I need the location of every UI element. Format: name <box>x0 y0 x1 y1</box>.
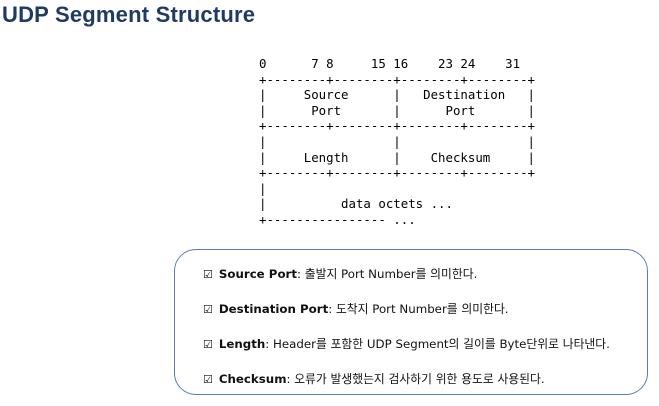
checkbox-icon: ☑ <box>203 268 213 281</box>
diagram-border: +--------+--------+--------+--------+ <box>259 118 536 134</box>
note-destination-port: ☑ Destination Port: 도착지 Port Number를 의미한다… <box>203 300 509 317</box>
checkbox-icon: ☑ <box>203 303 213 316</box>
page-title: UDP Segment Structure <box>2 2 256 27</box>
diagram-port-row-1: | Source | Destination | <box>259 87 536 103</box>
note-desc: : 출발지 Port Number를 의미한다. <box>297 267 478 281</box>
diagram-border: +--------+--------+--------+--------+ <box>259 165 536 181</box>
diagram-data-row-1: | <box>259 180 267 196</box>
diagram-border: +--------+--------+--------+--------+ <box>259 71 536 87</box>
diagram-port-row-2: | Port | Port | <box>259 102 536 118</box>
note-desc: : 오류가 발생했는지 검사하기 위한 용도로 사용된다. <box>286 372 545 386</box>
note-desc: : 도착지 Port Number를 의미한다. <box>328 302 509 316</box>
udp-header-diagram: 0 7 8 15 16 23 24 31+--------+--------+-… <box>259 56 535 228</box>
checkbox-icon: ☑ <box>203 338 213 351</box>
note-term: Length <box>218 337 266 351</box>
note-term: Source Port <box>218 267 298 281</box>
note-desc: : Header를 포함한 UDP Segment의 길이를 Byte단위로 나… <box>265 337 610 351</box>
note-checksum: ☑ Checksum: 오류가 발생했는지 검사하기 위한 용도로 사용된다. <box>203 370 545 387</box>
note-length: ☑ Length: Header를 포함한 UDP Segment의 길이를 By… <box>203 335 610 352</box>
note-term: Checksum <box>218 372 287 386</box>
checkbox-icon: ☑ <box>203 373 213 386</box>
note-term: Destination Port <box>218 302 329 316</box>
diagram-data-end: +---------------- ... <box>259 211 416 227</box>
note-source-port: ☑ Source Port: 출발지 Port Number를 의미한다. <box>203 265 477 282</box>
diagram-data-row-2: | data octets ... <box>259 196 453 212</box>
diagram-bit-positions: 0 7 8 15 16 23 24 31 <box>259 56 521 71</box>
diagram-length-row-1: | | | <box>259 133 536 149</box>
diagram-length-row-2: | Length | Checksum | <box>259 149 536 165</box>
field-description-box: ☑ Source Port: 출발지 Port Number를 의미한다. ☑ De… <box>174 249 648 395</box>
